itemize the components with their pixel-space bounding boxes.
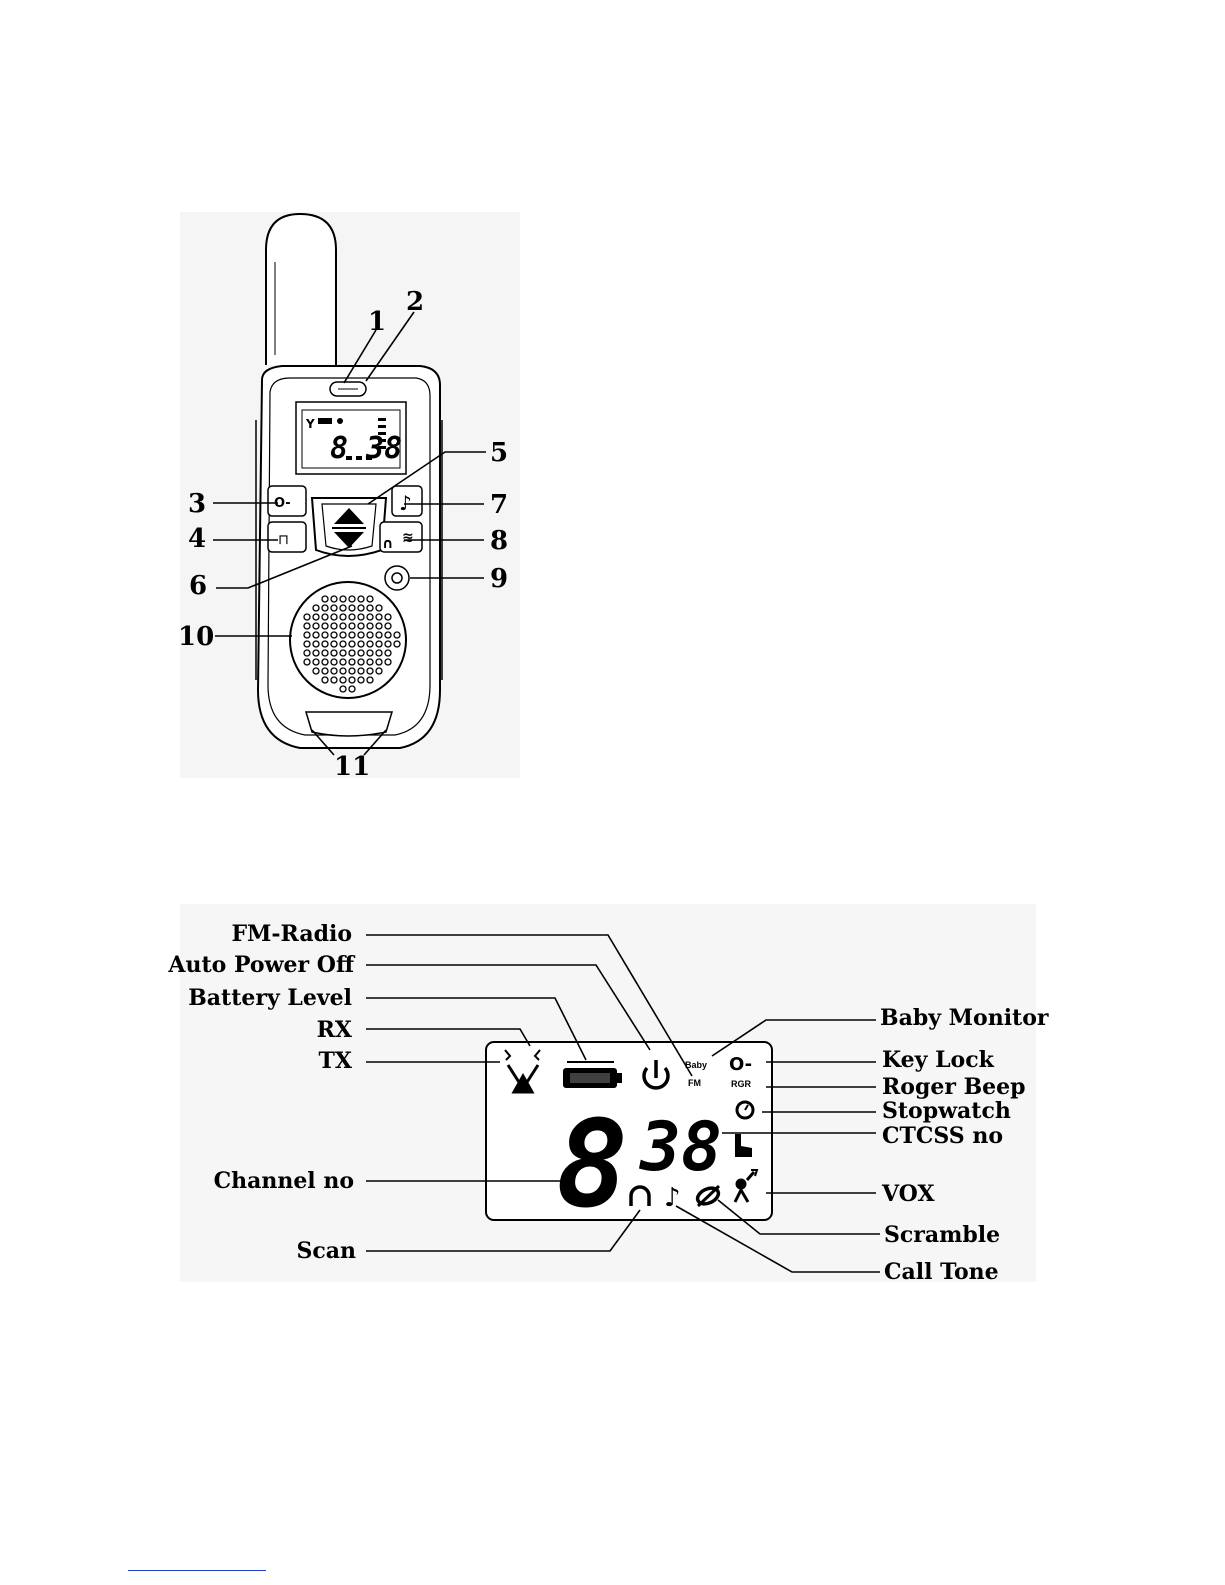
callout-5: 5 — [490, 438, 508, 468]
callout-9: 9 — [490, 564, 508, 594]
book-icon: ⊓ — [278, 532, 289, 548]
charging-contacts — [306, 712, 392, 736]
label-tx: TX — [319, 1048, 353, 1074]
label-ctcss-no: CTCSS no — [882, 1123, 1003, 1149]
label-vox: VOX — [881, 1181, 935, 1207]
callout-11: 11 — [334, 752, 370, 782]
radio-diagram: Y 8 38 O- ⊓ ♪ ∩ ≋ — [178, 212, 520, 782]
ctcss-digits: 38 — [638, 1108, 722, 1187]
label-scramble: Scramble — [884, 1222, 1000, 1248]
channel-digit: 8 — [556, 1096, 628, 1235]
fm-indicator: FM — [688, 1078, 701, 1088]
callout-2: 2 — [406, 287, 424, 317]
label-rx: RX — [317, 1017, 353, 1043]
light-icon: ≋ — [402, 530, 414, 546]
label-fm-radio: FM-Radio — [231, 921, 352, 947]
callout-1: 1 — [368, 307, 386, 337]
callout-8: 8 — [490, 526, 508, 556]
callout-6: 6 — [189, 571, 207, 601]
key-icon: O- — [729, 1054, 752, 1075]
lcd-diagram: Baby FM O- RGR 8 38 ♪ — [167, 904, 1048, 1285]
mini-lcd-digits: 8 38 — [330, 431, 402, 466]
antenna — [266, 214, 336, 365]
callout-10: 10 — [178, 622, 214, 652]
callout-7: 7 — [490, 490, 508, 520]
scan-icon: ∩ — [382, 536, 393, 552]
label-scan: Scan — [296, 1238, 356, 1264]
label-call-tone: Call Tone — [884, 1259, 999, 1285]
music-note-icon: ♪ — [664, 1183, 681, 1213]
label-roger-beep: Roger Beep — [882, 1074, 1026, 1100]
power-button[interactable] — [385, 566, 409, 590]
label-battery-level: Battery Level — [188, 985, 352, 1011]
label-key-lock: Key Lock — [882, 1047, 995, 1073]
label-stopwatch: Stopwatch — [882, 1098, 1011, 1124]
speaker-grille — [290, 582, 406, 698]
mini-lcd-antenna: Y — [305, 417, 315, 431]
roger-beep-indicator: RGR — [731, 1079, 752, 1089]
label-channel-no: Channel no — [214, 1168, 354, 1194]
label-baby-monitor: Baby Monitor — [880, 1005, 1049, 1031]
callout-3: 3 — [188, 489, 206, 519]
music-note-icon: ♪ — [399, 491, 412, 515]
callout-4: 4 — [188, 524, 206, 554]
footnote-rule — [128, 1570, 266, 1571]
label-auto-power-off: Auto Power Off — [167, 952, 356, 978]
